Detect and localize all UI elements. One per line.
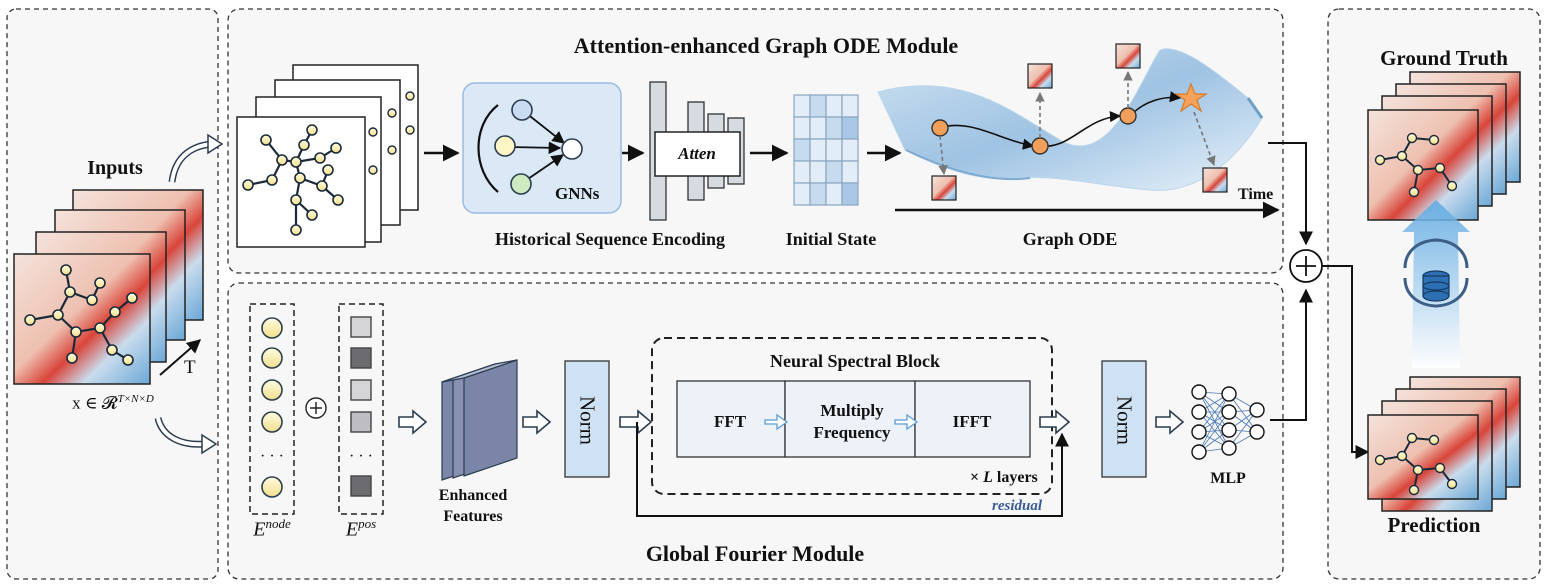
fft-label: FFT — [713, 412, 747, 431]
ode-projections — [938, 71, 1216, 175]
gnn-block — [462, 82, 622, 214]
ground-truth-label: Ground Truth — [1380, 46, 1508, 70]
mlp-network — [1191, 384, 1265, 460]
atten-box — [654, 131, 741, 177]
spectral-block-title: Neural Spectral Block — [770, 351, 940, 371]
prediction-stack — [1367, 376, 1521, 512]
plus-to-prediction — [1322, 265, 1370, 459]
e-node-sup: node — [265, 516, 291, 531]
norm-box-1 — [564, 360, 610, 478]
residual-path — [636, 422, 1069, 517]
input-shape-text: x ∈ 𝓡 — [72, 393, 118, 413]
ifft-label: IFFT — [952, 412, 992, 431]
e-node-label: Enode — [253, 517, 291, 540]
layers-suffix: layers — [992, 469, 1038, 486]
hollow-arrow-3 — [619, 409, 653, 435]
layers-label: × L layers — [970, 470, 1038, 486]
graph-ode-module-title: Attention-enhanced Graph ODE Module — [573, 33, 959, 58]
layers-var: L — [983, 469, 993, 486]
enhanced-features-stack — [441, 359, 518, 481]
graph-ode-label: Graph ODE — [1022, 229, 1118, 249]
input-heatmap-stack — [13, 189, 204, 385]
inputs-title: Inputs — [87, 157, 143, 179]
hollow-arrow-4 — [1039, 409, 1071, 435]
e-node-circles — [261, 317, 283, 498]
fourier-module-title: Global Fourier Module — [645, 541, 865, 566]
e-pos-squares — [350, 316, 372, 497]
norm-label-1: Norm — [575, 396, 600, 445]
prediction-label: Prediction — [1387, 513, 1481, 537]
e-node-ellipsis: · · · — [260, 448, 284, 465]
time-label: Time — [1238, 186, 1274, 203]
e-pos-box — [338, 303, 384, 515]
input-shape-label: x ∈ 𝓡T×N×D — [72, 394, 154, 412]
database-icon — [1422, 270, 1450, 302]
e-pos-sup: pos — [358, 516, 377, 531]
e-node-box — [249, 303, 295, 515]
initial-state-grid — [793, 94, 859, 206]
ode-to-plus — [1268, 142, 1313, 246]
spectral-block-frame — [651, 337, 1053, 495]
ode-surface — [877, 48, 1264, 191]
multiply-line2: Frequency — [813, 423, 891, 442]
spectral-cells — [676, 380, 1031, 458]
mlp-to-plus — [1270, 288, 1313, 421]
enhanced-features-line2: Features — [443, 508, 503, 525]
norm-box-2 — [1101, 360, 1147, 478]
input-shape-sup: T×N×D — [117, 393, 154, 405]
mlp-label: MLP — [1210, 470, 1246, 487]
e-pos-label: Epos — [346, 517, 376, 540]
hollow-arrow-1 — [398, 409, 428, 435]
e-node-text: E — [253, 518, 266, 541]
time-dim-label: T — [184, 357, 196, 378]
atten-label: Atten — [678, 144, 716, 163]
gnn-label: GNNs — [555, 184, 600, 203]
e-pos-text: E — [345, 518, 359, 541]
ode-thumbnails — [931, 43, 1228, 201]
residual-label: residual — [992, 498, 1043, 514]
layers-prefix: × — [970, 469, 984, 486]
norm-label-2: Norm — [1112, 396, 1137, 445]
multiply-line1: Multiply — [820, 401, 884, 420]
hollow-arrow-2 — [522, 409, 552, 435]
sync-icon — [1403, 238, 1469, 308]
ground-truth-stack — [1367, 71, 1521, 221]
graph-sheet-stack — [236, 64, 419, 248]
historical-encoding-label: Historical Sequence Encoding — [494, 229, 726, 249]
enhanced-features-line1: Enhanced — [438, 487, 508, 504]
e-pos-ellipsis: · · · — [349, 448, 373, 465]
initial-state-label: Initial State — [785, 229, 877, 249]
hollow-arrow-5 — [1155, 409, 1185, 435]
ode-target-star — [1174, 82, 1208, 113]
